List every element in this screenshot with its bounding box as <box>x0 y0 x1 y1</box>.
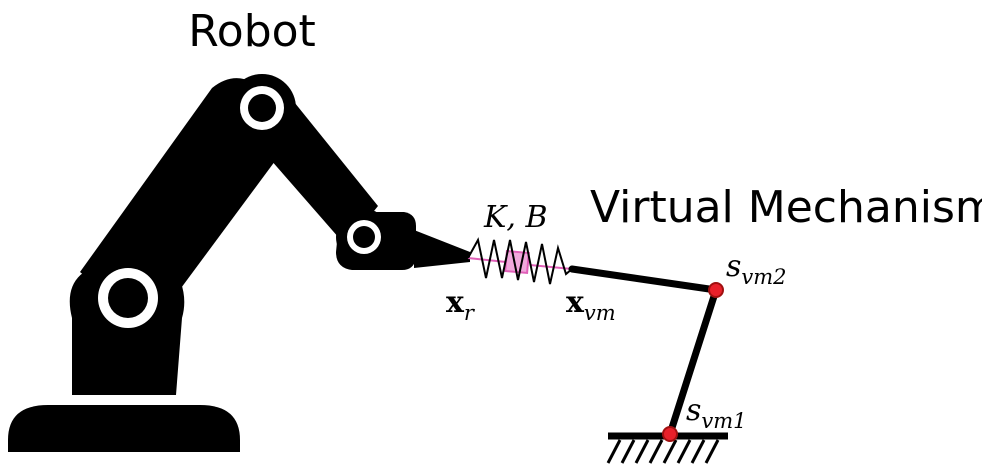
damper-rod-left <box>467 257 507 263</box>
virtual-mechanism <box>568 265 728 464</box>
vm-joint-2 <box>708 282 724 298</box>
spring-damper <box>467 237 573 285</box>
xvm-label: xvm <box>566 285 616 325</box>
damper-box <box>504 249 530 275</box>
vm-link-1 <box>568 265 720 294</box>
svm2-label: svm2 <box>726 249 787 289</box>
robot-end-effector <box>414 230 470 268</box>
spring-coil <box>467 237 573 285</box>
robot-elbow-joint-hub <box>248 94 276 122</box>
robot-title: Robot <box>188 6 316 57</box>
xr-label: xr <box>446 285 476 325</box>
stiffness-damping-label: K, B <box>483 200 548 235</box>
vm-link-2 <box>666 286 720 438</box>
robot-wrist-joint-hub <box>353 226 375 248</box>
svm1-label: svm1 <box>686 393 747 433</box>
robot-base-joint-hub <box>108 278 148 318</box>
vm-joint-1 <box>662 426 678 442</box>
robot-base <box>8 405 240 452</box>
robot-arm-icon <box>8 74 470 452</box>
vm-title: Virtual Mechanism <box>590 182 982 233</box>
